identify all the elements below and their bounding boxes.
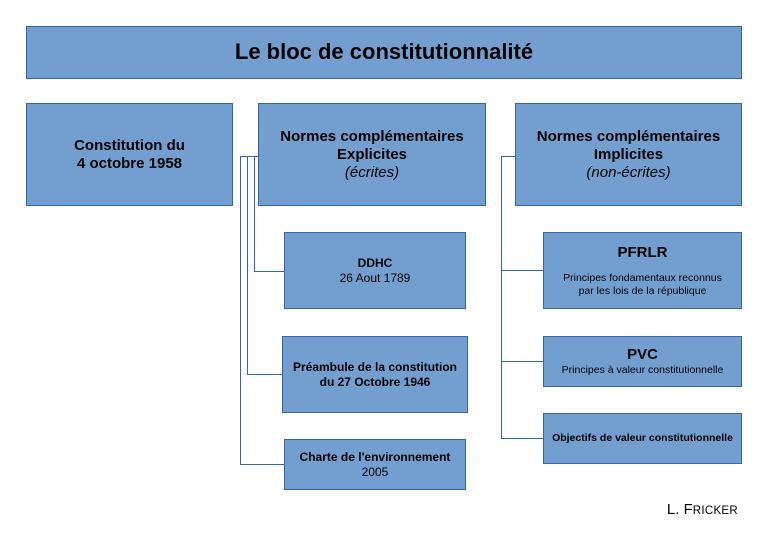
author-initial: L. F [666,501,693,518]
page-title: Le bloc de constitutionnalité [234,39,534,65]
explicit-line1: Normes complémentaires [280,127,464,145]
connector-ddhc [254,156,284,272]
connector-preambule [247,156,282,375]
title-box: Le bloc de constitutionnalité [26,26,742,79]
preambule-title: Préambule de la constitution [292,360,458,375]
charte-title: Charte de l'environnement [299,450,451,465]
implicit-norms-box: Normes complémentaires Implicites (non-é… [515,103,742,206]
pfrlr-text1: Principes fondamentaux reconnus [563,271,722,284]
ddhc-box: DDHC 26 Aout 1789 [284,232,466,309]
explicit-norms-box: Normes complémentaires Explicites (écrit… [258,103,486,206]
charte-box: Charte de l'environnement 2005 [284,439,466,490]
author-rest: RICKER [692,505,738,517]
pvc-text: Principes à valeur constitutionnelle [561,364,724,377]
preambule-date: du 27 Octobre 1946 [319,374,431,389]
constitution-line1: Constitution du [74,136,185,154]
implicit-line3: (non-écrites) [586,163,671,181]
implicit-line1: Normes complémentaires [536,127,721,145]
ovc-title: Objectifs de valeur constitutionnelle [552,432,733,445]
charte-year: 2005 [361,464,389,479]
constitution-box: Constitution du 4 octobre 1958 [26,103,233,206]
ovc-box: Objectifs de valeur constitutionnelle [543,413,742,464]
pfrlr-text2: par les lois de la république [578,284,707,297]
implicit-line2: Implicites [593,145,664,163]
explicit-line3: (écrites) [344,163,400,181]
ddhc-date: 26 Aout 1789 [339,270,411,285]
author-credit: L. FRICKER [667,501,738,518]
connector-pfrlr [501,156,543,271]
pvc-title: PVC [627,346,658,364]
pfrlr-title: PFRLR [617,243,668,261]
preambule-box: Préambule de la constitution du 27 Octob… [282,336,468,413]
pfrlr-box: PFRLR Principes fondamentaux reconnus pa… [543,232,742,309]
constitution-line2: 4 octobre 1958 [76,154,183,172]
explicit-line2: Explicites [336,145,408,163]
pvc-box: PVC Principes à valeur constitutionnelle [543,336,742,387]
ddhc-title: DDHC [357,256,393,271]
